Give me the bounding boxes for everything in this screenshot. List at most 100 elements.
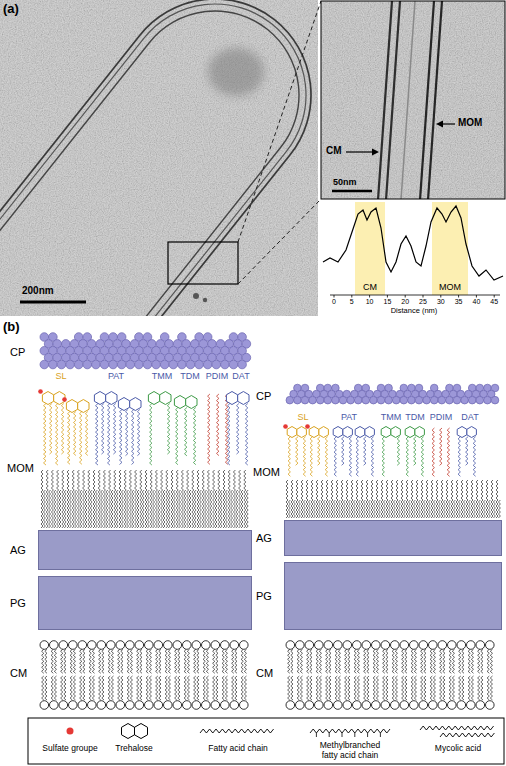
- lipid-chain: [175, 676, 177, 700]
- lipid-chain: [481, 480, 483, 518]
- arrowhead: [436, 121, 443, 128]
- lipid-chain: [430, 676, 432, 700]
- lipid-chain: [184, 649, 186, 673]
- lipid-chain: [448, 500, 450, 518]
- capsule-polysaccharide: [362, 396, 370, 404]
- lipid-chain: [424, 676, 426, 700]
- lipid-head: [240, 641, 249, 650]
- lipid-chain: [246, 490, 248, 528]
- lipid-chain: [453, 500, 455, 518]
- lipid-chain: [451, 480, 453, 518]
- lipid-chain: [381, 480, 383, 518]
- lipid-chain: [197, 676, 199, 700]
- lipid-chain: [331, 480, 333, 518]
- trehalose-ring: [78, 400, 89, 413]
- lipid-chain: [126, 410, 128, 456]
- lipid-chain: [386, 480, 388, 518]
- lipid-chain: [218, 470, 220, 528]
- lipid-head: [372, 701, 381, 710]
- lipid-head: [192, 701, 201, 710]
- panel-label: (a): [3, 2, 19, 17]
- tick-label: 5: [350, 298, 354, 306]
- membrane-line: [0, 0, 318, 316]
- lipid-chain: [213, 470, 215, 528]
- lipid-chain: [326, 649, 328, 673]
- tick-label: 25: [419, 298, 427, 306]
- lipid-chain: [120, 410, 123, 465]
- capsule-polysaccharide: [117, 360, 126, 369]
- lipid-chain: [137, 649, 139, 673]
- line: [351, 295, 352, 298]
- lipid-chain: [411, 649, 413, 673]
- lipid-chain: [367, 649, 369, 673]
- lipid-chain: [245, 404, 247, 466]
- lipid-chain: [173, 490, 175, 528]
- capsule-polysaccharide: [92, 360, 101, 369]
- lipid-chain: [405, 649, 407, 673]
- lipid-chain: [349, 437, 351, 477]
- lipid-chain: [239, 470, 241, 528]
- lipid-chain: [436, 480, 438, 518]
- lipid-chain: [235, 649, 237, 673]
- lipid-chain: [185, 408, 187, 456]
- trehalose-ring: [391, 427, 401, 438]
- lipid-chain: [161, 470, 163, 528]
- lipid-chain: [59, 490, 61, 528]
- line: [369, 295, 370, 298]
- membrane-label: MOM: [458, 117, 482, 129]
- lipid-chain: [203, 676, 205, 700]
- lipid-chain: [493, 500, 495, 518]
- lipid-head: [438, 641, 447, 650]
- tick-label: 15: [383, 298, 391, 306]
- lipid-chain: [411, 480, 413, 518]
- lipid-chain: [181, 470, 183, 528]
- lipid-chain: [118, 649, 120, 673]
- lipid-chain: [102, 404, 104, 455]
- tomogram-noise: [0, 0, 318, 316]
- lipid-chain: [75, 490, 77, 528]
- lipid-chain: [323, 500, 325, 518]
- lipid-chain: [61, 649, 63, 673]
- layer-label: CM: [10, 667, 27, 680]
- lipid-chain: [329, 676, 331, 700]
- lipid-chain: [140, 676, 142, 700]
- lipid-head: [305, 641, 314, 650]
- capsule-polysaccharide: [212, 360, 221, 369]
- lipid-chain: [244, 676, 246, 700]
- capsule-polysaccharide: [423, 396, 431, 404]
- lipid-chain: [231, 490, 233, 528]
- lipid-chain: [146, 676, 148, 700]
- lipid-chain: [364, 437, 366, 466]
- lipid-chain: [383, 649, 385, 673]
- membrane-line: [0, 0, 318, 316]
- lipid-chain: [376, 480, 378, 518]
- trehalose-ring: [174, 396, 185, 409]
- layer-label: MOM: [253, 466, 280, 479]
- arrowhead: [372, 149, 379, 156]
- lipid-chain: [149, 649, 151, 673]
- lipid-head: [419, 701, 428, 710]
- lipid-head: [400, 701, 409, 710]
- lipid-chain: [222, 649, 224, 673]
- lipid-chain: [156, 676, 158, 700]
- lipid-chain: [336, 480, 338, 518]
- lipid-head: [116, 641, 125, 650]
- lipid-chain: [440, 428, 442, 465]
- lipid-chain: [348, 649, 350, 673]
- lipid-head: [324, 641, 333, 650]
- lipid-head: [240, 701, 249, 710]
- chain-sample: [200, 729, 274, 733]
- trehalose-ring: [106, 392, 117, 405]
- lipid-chain: [159, 676, 161, 700]
- lipid-chain: [335, 649, 337, 673]
- lipid-label: PAT: [108, 371, 124, 381]
- lipid-chain: [432, 428, 434, 476]
- lipid-chain: [396, 480, 398, 518]
- lipid-head: [154, 701, 163, 710]
- lipid-chain: [461, 480, 463, 518]
- sulfate: [305, 424, 310, 429]
- lipid-head: [154, 641, 163, 650]
- lipid-chain: [236, 490, 238, 528]
- zoom-box: [168, 242, 238, 284]
- lipid-chain: [414, 676, 416, 700]
